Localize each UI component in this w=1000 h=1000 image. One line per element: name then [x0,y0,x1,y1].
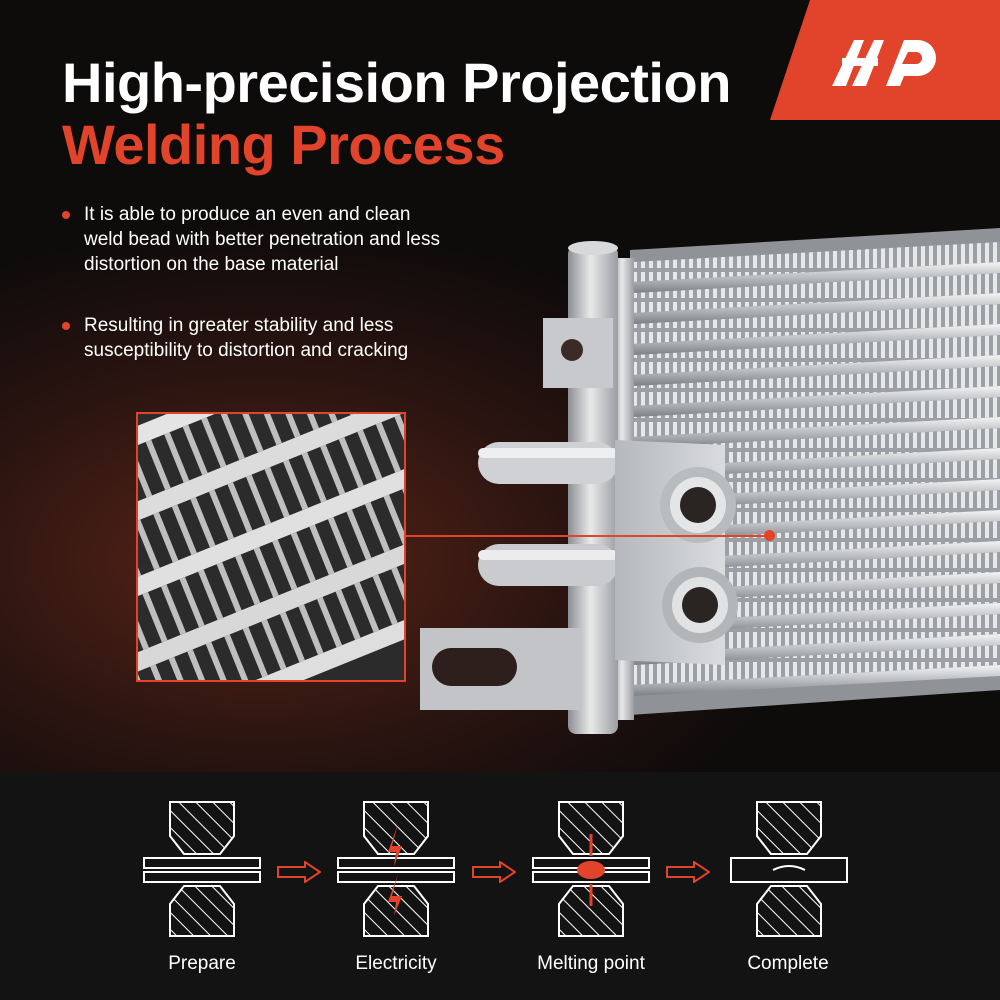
headline-line2: Welding Process [62,113,505,176]
weld-detail-zoom [136,412,406,682]
weld-complete-icon [730,801,848,937]
arrow-right-icon [472,861,516,883]
headline-line1: High-precision Projection [62,51,731,114]
step-label-electricity: Electricity [355,953,437,974]
fin-closeup-image [138,414,404,680]
arrow-right-icon [277,861,321,883]
weld-prepare-icon [143,801,261,937]
bullet-item: It is able to produce an even and clean … [62,202,452,277]
callout-dot [764,530,775,541]
bullet-text: Resulting in greater stability and less … [84,315,409,361]
arrow-right-icon [666,861,710,883]
process-steps-panel [0,772,1000,1000]
bullet-dot-icon [62,211,70,219]
step-label-complete: Complete [747,953,829,974]
step-label-melting-point: Melting point [537,953,645,974]
step-label-prepare: Prepare [168,953,236,974]
brand-logo [770,0,1000,120]
weld-melting-icon [532,801,650,937]
bullet-dot-icon [62,322,70,330]
bullet-item: Resulting in greater stability and less … [62,313,452,363]
callout-line [406,535,770,537]
condenser-illustration [420,228,1000,734]
bullet-text: It is able to produce an even and clean … [84,204,440,275]
weld-electricity-icon [337,801,455,937]
